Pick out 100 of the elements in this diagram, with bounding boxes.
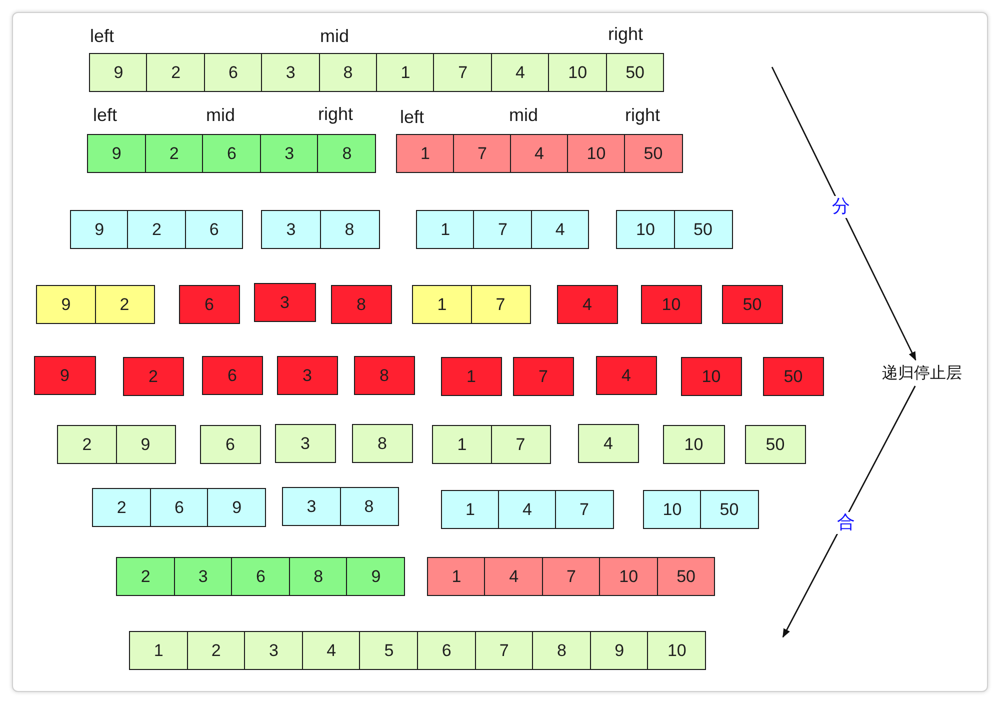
array-cell: 9 [207, 488, 266, 527]
array-cell: 50 [763, 357, 824, 396]
arrow [771, 66, 916, 361]
array-cell: 10 [643, 490, 702, 529]
array-cell: 8 [320, 210, 380, 249]
array-cell: 3 [282, 487, 341, 526]
array-cell: 7 [433, 53, 492, 92]
array-cell: 4 [557, 285, 618, 324]
array-cell: 3 [261, 53, 320, 92]
array-cell: 1 [412, 285, 472, 324]
array-cell: 2 [92, 488, 152, 527]
array-cell: 4 [498, 490, 556, 529]
array-cell: 50 [745, 425, 806, 464]
array-cell: 6 [202, 356, 262, 395]
array-cell: 2 [123, 357, 184, 396]
array-cell: 10 [599, 557, 658, 596]
stop-label: 递归停止层 [866, 360, 978, 386]
array-cell: 7 [453, 134, 512, 173]
array-cell: 6 [150, 488, 209, 527]
array-cell: 7 [470, 285, 530, 324]
array-cell: 9 [36, 285, 96, 324]
array-cell: 50 [674, 210, 732, 249]
array-cell: 7 [473, 210, 532, 249]
array-cell: 10 [663, 425, 724, 464]
array-cell: 7 [542, 557, 601, 596]
array-cell: 3 [277, 356, 338, 395]
pointer-label: left [400, 107, 424, 128]
array-cell: 3 [174, 557, 233, 596]
array-cell: 1 [376, 53, 435, 92]
array-cell: 9 [87, 134, 146, 173]
array-cell: 7 [490, 425, 550, 464]
array-cell: 4 [510, 134, 568, 173]
array-cell: 9 [346, 557, 406, 596]
array-cell: 6 [204, 53, 263, 92]
array-cell: 6 [184, 210, 244, 249]
array-cell: 3 [261, 210, 321, 249]
pointer-label: left [90, 26, 114, 47]
array-cell: 2 [116, 557, 176, 596]
pointer-label: right [318, 104, 354, 125]
array-cell: 2 [94, 285, 154, 324]
array-cell: 6 [417, 631, 476, 670]
edge-label: 合 [836, 512, 856, 534]
array-cell: 1 [396, 134, 454, 173]
array-cell: 1 [427, 557, 486, 596]
pointer-label: mid [320, 26, 350, 47]
array-cell: 4 [596, 356, 656, 395]
array-cell: 50 [624, 134, 682, 173]
pointer-label: left [93, 105, 118, 126]
array-cell: 1 [432, 425, 492, 464]
array-cell: 8 [532, 631, 592, 670]
pointer-label: mid [509, 105, 538, 126]
array-cell: 6 [200, 425, 260, 464]
array-cell: 50 [606, 53, 664, 92]
array-cell: 10 [647, 631, 706, 670]
array-cell: 9 [116, 425, 176, 464]
array-cell: 6 [202, 134, 262, 173]
pointer-label: mid [206, 105, 236, 126]
array-cell: 8 [288, 557, 348, 596]
array-cell: 5 [359, 631, 418, 670]
array-cell: 3 [254, 283, 316, 322]
array-cell: 10 [567, 134, 626, 173]
array-cell: 4 [484, 557, 544, 596]
array-cell: 50 [700, 490, 758, 529]
array-cell: 6 [231, 557, 290, 596]
array-cell: 8 [317, 134, 376, 173]
array-cell: 2 [57, 425, 117, 464]
array-cell: 10 [641, 285, 702, 324]
edge-label: 分 [831, 196, 851, 218]
array-cell: 8 [340, 487, 398, 526]
array-cell: 8 [318, 53, 378, 92]
array-cell: 4 [490, 53, 550, 92]
array-cell: 2 [127, 210, 186, 249]
array-cell: 4 [302, 631, 361, 670]
array-cell: 9 [70, 210, 129, 249]
array-cell: 1 [441, 490, 500, 529]
array-cell: 10 [548, 53, 608, 92]
array-cell: 1 [416, 210, 475, 249]
array-cell: 2 [146, 53, 206, 92]
array-cell: 3 [244, 631, 304, 670]
array-cell: 9 [34, 356, 96, 395]
array-cell: 10 [616, 210, 675, 249]
array-cell: 4 [530, 210, 590, 249]
array-cell: 3 [275, 424, 336, 463]
array-cell: 8 [331, 285, 392, 324]
pointer-label: right [625, 105, 660, 126]
array-cell: 7 [513, 357, 574, 396]
pointer-label: right [608, 24, 644, 45]
array-cell: 8 [352, 424, 412, 463]
array-cell: 7 [555, 490, 614, 529]
array-cell: 4 [578, 424, 638, 463]
array-cell: 10 [681, 357, 742, 396]
array-cell: 1 [129, 631, 188, 670]
array-cell: 9 [89, 53, 148, 92]
array-cell: 2 [144, 134, 204, 173]
array-cell: 7 [474, 631, 534, 670]
array-cell: 1 [441, 357, 502, 396]
array-cell: 3 [260, 134, 319, 173]
array-cell: 6 [179, 285, 240, 324]
array-cell: 50 [722, 285, 782, 324]
array-cell: 9 [590, 631, 649, 670]
